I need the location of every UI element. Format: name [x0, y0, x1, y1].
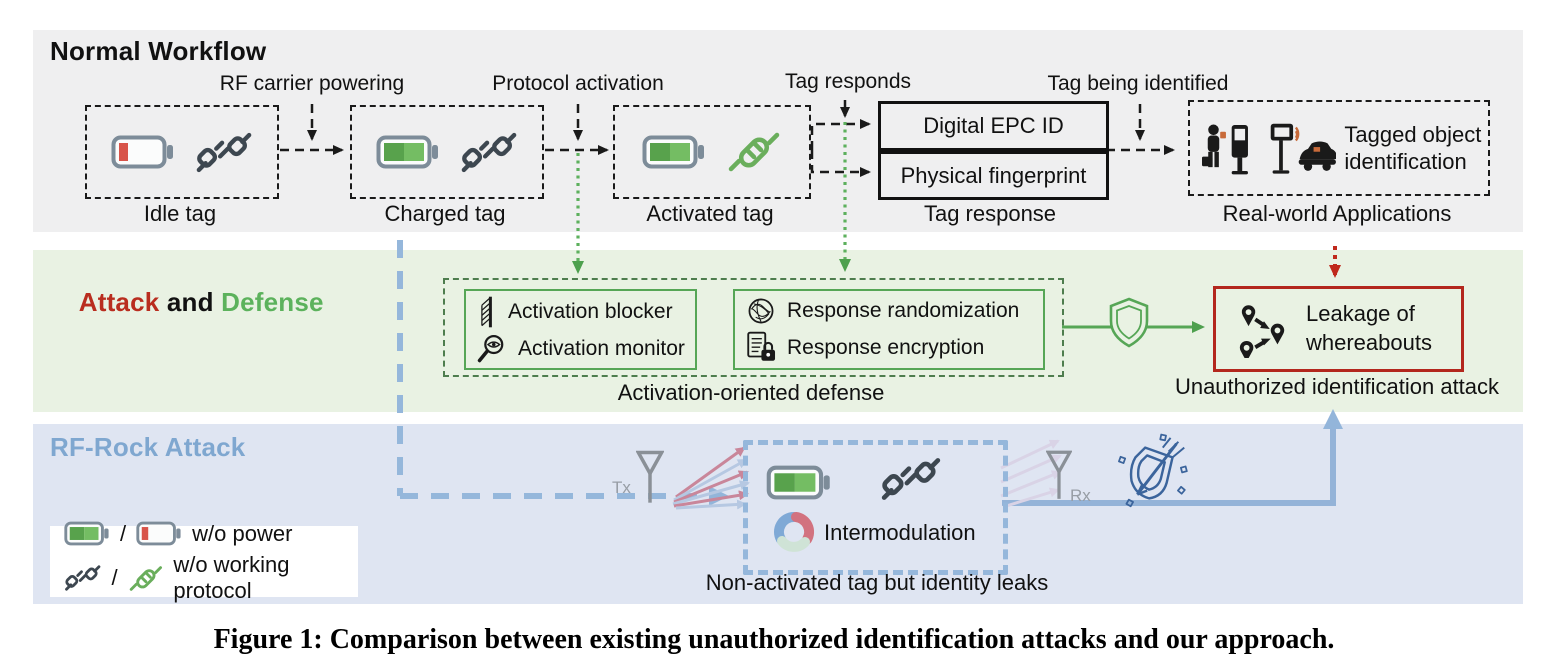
- attack-defense-title: Attack and Defense: [50, 256, 324, 349]
- figure-caption: Figure 1: Comparison between existing un…: [213, 624, 1335, 655]
- tx-label: Tx: [612, 478, 631, 497]
- activation-blocker-label: Activation blocker: [508, 299, 673, 323]
- plug-disconnected-icon: [880, 456, 942, 507]
- plug-connected-icon: [726, 130, 782, 174]
- attack-caption: Unauthorized identification attack: [1174, 374, 1500, 399]
- activation-monitor-row: Activation monitor: [476, 333, 695, 365]
- transition-label-rf-carrier: RF carrier powering: [219, 72, 405, 95]
- rf-rock-box-caption: Non-activated tag but identity leaks: [705, 570, 1049, 595]
- defense-word: Defense: [221, 287, 324, 317]
- idle-tag-label: Idle tag: [143, 201, 217, 226]
- transition-label-protocol-activation: Protocol activation: [492, 72, 664, 95]
- legend-separator: /: [111, 565, 118, 590]
- legend-protocol-label: w/o working protocol: [173, 552, 290, 603]
- battery-empty-icon: [111, 132, 175, 172]
- rx-antenna-icon: [1046, 448, 1072, 507]
- activation-defense-box: Activation blocker Activation monitor: [464, 289, 697, 370]
- tx-signal-arrows: [672, 446, 750, 510]
- activated-tag-label: Activated tag: [646, 201, 774, 226]
- transition-label-tag-identified: Tag being identified: [1047, 72, 1229, 95]
- tx-antenna-icon: [636, 448, 664, 511]
- battery-empty-icon: [136, 519, 182, 548]
- leak-signal-arrows: [1000, 439, 1062, 509]
- location-leak-icon: [1236, 300, 1290, 358]
- shield-icon: [1107, 297, 1151, 354]
- response-randomization-row: Response randomization: [745, 295, 1043, 327]
- legend-separator: /: [120, 520, 127, 546]
- physical-fingerprint-label: Physical fingerprint: [900, 162, 1087, 188]
- rf-rock-path: [397, 240, 729, 506]
- legend-power-row: / w/o power: [64, 519, 344, 548]
- leakage-box: Leakage of whereabouts: [1213, 286, 1464, 372]
- car-meter-icon: [1267, 120, 1336, 176]
- battery-charged-icon: [766, 462, 832, 508]
- rf-rock-title: RF-Rock Attack: [50, 432, 246, 462]
- response-encryption-label: Response encryption: [787, 335, 985, 359]
- response-randomization-icon: [745, 295, 777, 327]
- real-world-applications-box: Tagged object identification: [1188, 100, 1490, 196]
- person-kiosk-icon: [1202, 119, 1259, 177]
- plug-disconnected-icon: [460, 131, 518, 174]
- activation-monitor-label: Activation monitor: [518, 336, 685, 360]
- legend-box: / w/o power / w/o working protocol: [50, 521, 358, 603]
- charged-tag-box: [350, 105, 544, 199]
- battery-charged-icon: [64, 519, 110, 548]
- leakage-label: Leakage of whereabouts: [1306, 301, 1432, 355]
- activation-blocker-row: Activation blocker: [476, 295, 695, 329]
- activation-blocker-icon: [476, 295, 498, 329]
- workflow-connectors: [280, 100, 1175, 177]
- broken-shield-icon: [1112, 432, 1194, 519]
- battery-charged-icon: [376, 132, 440, 172]
- rx-label: Rx: [1070, 486, 1091, 505]
- transition-label-tag-responds: Tag responds: [784, 70, 912, 93]
- leak-path: [1002, 409, 1343, 506]
- plug-disconnected-icon: [195, 131, 253, 174]
- real-world-applications-label: Real-world Applications: [1222, 201, 1452, 226]
- application-label: Tagged object identification: [1344, 121, 1482, 175]
- response-encryption-icon: [745, 331, 777, 365]
- and-word: and: [159, 287, 222, 317]
- legend-protocol-row: / w/o working protocol: [64, 552, 344, 604]
- charged-tag-label: Charged tag: [384, 201, 506, 226]
- digital-epc-id-box: Digital EPC ID: [878, 101, 1109, 151]
- attack-word: Attack: [78, 287, 160, 317]
- intermodulation-box: [743, 440, 1008, 575]
- plug-disconnected-icon: [64, 562, 101, 594]
- plug-connected-icon: [128, 562, 164, 595]
- idle-tag-box: [85, 105, 279, 199]
- battery-charged-icon: [642, 132, 706, 172]
- physical-fingerprint-box: Physical fingerprint: [878, 151, 1109, 200]
- response-randomization-label: Response randomization: [787, 298, 1020, 322]
- activated-tag-box: [613, 105, 811, 199]
- intermodulation-label: Intermodulation: [824, 520, 976, 545]
- response-defense-box: Response randomization Response encrypti…: [733, 289, 1045, 370]
- digital-epc-id-label: Digital EPC ID: [923, 113, 1064, 138]
- defense-trigger-arrows: [572, 122, 851, 274]
- activation-monitor-icon: [476, 333, 508, 365]
- response-encryption-row: Response encryption: [745, 331, 1043, 365]
- pinwheel-icon: [770, 508, 818, 561]
- defense-group-box: [443, 278, 1064, 377]
- tag-response-label: Tag response: [923, 201, 1057, 226]
- legend-power-label: w/o power: [192, 520, 293, 546]
- defense-group-label: Activation-oriented defense: [617, 380, 885, 405]
- normal-workflow-title: Normal Workflow: [50, 36, 267, 66]
